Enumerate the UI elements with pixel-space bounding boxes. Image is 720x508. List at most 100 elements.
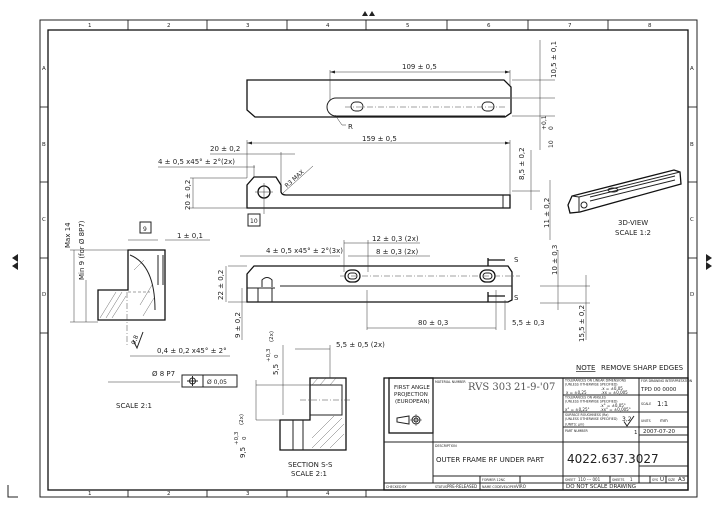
revision-date: 2007-07-20 (643, 429, 675, 435)
first-angle-projection-icon (396, 414, 422, 426)
dim-8: 8 ± 0,3 (2x) (376, 248, 418, 256)
note-text: REMOVE SHARP EDGES (601, 364, 684, 372)
min-9: Min 9 (for Ø 8P7) (78, 220, 86, 280)
sys-value: U (660, 477, 664, 483)
column-label: 3 (246, 23, 250, 29)
sheet-value: 110 --- 001 (578, 477, 601, 482)
dim-109: 109 ± 0,5 (402, 63, 437, 71)
radius-r3-max: R3 MAX (284, 169, 306, 190)
section-mark-top: S (514, 256, 519, 264)
tol-angle-label: TOLERANCES ON ANGLES (564, 396, 606, 400)
dim-5-5-tol-up: +0,3 (266, 348, 272, 362)
tolerance-value: Ø 0,05 (207, 379, 227, 386)
front-view: 159 ± 0,5 20 ± 0,2 4 ± 0,5 x45° ± 2°(2x)… (158, 135, 551, 240)
column-label: 4 (326, 491, 330, 497)
dim-slot-tol-lo: 0 (548, 126, 555, 130)
column-label: 6 (487, 23, 491, 29)
dim-9: 9 ± 0,2 (234, 312, 242, 338)
sheets-value: 1 (630, 477, 633, 482)
roughness-label: SURFACE ROUGHNESS (Ra) (565, 413, 608, 417)
column-labels: 1 2 3 4 5 6 7 8 1 2 3 4 A B C D A B C D (42, 23, 694, 497)
size-label: SIZE (668, 478, 675, 482)
row-label: D (690, 292, 694, 298)
projection-line-3: (EUROPEAN) (395, 399, 430, 405)
units-label: UNITS (641, 419, 651, 423)
dim-11: 11 ± 0,2 (543, 198, 551, 228)
roughness-check-icon (623, 415, 635, 427)
column-label: 4 (326, 23, 330, 29)
column-label: 7 (568, 23, 572, 29)
codeveloper-label: NAME CODEVELOPER (482, 485, 517, 489)
former-label: FORMER 12NC (482, 478, 506, 482)
drawing-frame (7, 11, 712, 498)
dim-5-5-section: 5,5 ± 0,5 (2x) (336, 341, 385, 349)
dim-8-5: 8,5 ± 0,2 (518, 147, 526, 180)
dim-1-side: 1 ± 0,1 (177, 232, 203, 240)
dim-159: 159 ± 0,5 (362, 135, 397, 143)
box-dim-9: 9 (143, 226, 147, 233)
part-label: PART NUMBER (565, 429, 589, 433)
title-block: FIRST ANGLE PROJECTION (EUROPEAN) MATERI… (383, 377, 693, 491)
column-label: 3 (246, 491, 250, 497)
status-label: STATUS (435, 485, 447, 489)
scale-value: 1:1 (657, 400, 668, 408)
dim-10-5: 10,5 ± 0,1 (550, 41, 558, 78)
side-view-scale: SCALE 2:1 (116, 402, 152, 410)
tol-linear-x: x = ±0,25 (566, 390, 587, 395)
box-dim-10: 10 (250, 218, 258, 225)
bore-diameter: Ø 8 P7 (152, 370, 175, 378)
column-label: 5 (406, 23, 410, 29)
interp-label: FOR DRAWING INTERPRETATION (641, 379, 693, 383)
dim-5-5-v: 5,5 (272, 364, 280, 375)
3d-view: 3D-VIEW SCALE 1:2 (567, 169, 682, 237)
row-label: B (690, 142, 694, 148)
dim-9-5-tol-up: +0,3 (234, 431, 240, 445)
dim-80: 80 ± 0,3 (418, 319, 448, 327)
interp-value: TPD 00 0000 (640, 387, 677, 393)
dim-9-5-tol-lo: 0 (242, 436, 248, 440)
dim-5-5-tol-lo: 0 (274, 354, 280, 358)
units-um: (UNITS: µm) (565, 423, 584, 427)
material-label: MATERIAL NUMBER (435, 380, 466, 384)
centering-mark-right-icon (706, 254, 712, 270)
size-value: A3 (678, 477, 686, 483)
column-label: 2 (167, 23, 171, 29)
centering-mark-left-icon (12, 254, 18, 270)
dim-22: 22 ± 0,2 (217, 270, 225, 300)
dim-slot-base: 10 (548, 140, 555, 148)
max-14: Max 14 (64, 222, 72, 248)
roughness-0-8: 0,8 (130, 334, 140, 346)
3d-view-title: 3D-VIEW (618, 219, 648, 227)
side-view: 9 1 ± 0,1 Max 14 Min 9 (for Ø 8P7) 0,8 0… (64, 220, 238, 410)
checked-label: CHECKED BY (386, 485, 406, 489)
tol-angle-x2: .xx° = ±0,005° (600, 407, 631, 412)
codeveloper-value: VIRO (516, 484, 526, 489)
centering-mark-top-icon (362, 11, 375, 16)
row-label: A (42, 66, 46, 72)
dim-5-5-count: (2x) (269, 331, 275, 342)
dim-slot-tol-up: +0,1 (541, 115, 548, 130)
scale-label: SCALE (641, 402, 651, 406)
roughness-symbol-icon (132, 331, 144, 350)
section-title: SECTION S-S (288, 461, 333, 469)
tol-angle-unless: (UNLESS OTHERWISE SPECIFIED) (565, 399, 618, 403)
note-label: NOTE (576, 364, 595, 372)
section-scale: SCALE 2:1 (291, 470, 327, 478)
dim-12: 12 ± 0,3 (2x) (372, 235, 419, 243)
material-value: RVS 303 (468, 382, 512, 393)
tol-linear-label: TOLERANCES ON LINEAR DIMENSIONS (564, 379, 626, 383)
dim-10-middle: 10 ± 0,3 (551, 245, 559, 275)
position-tolerance-icon (187, 376, 198, 386)
column-label: 8 (648, 23, 652, 29)
projection-line-2: PROJECTION (394, 392, 428, 398)
part-number: 4022.637.3027 (567, 452, 659, 466)
dim-20-height: 20 ± 0,2 (184, 180, 192, 210)
dim-9-5-count: (2x) (239, 414, 245, 425)
section-mark-bottom: S (514, 294, 519, 302)
column-label: 1 (88, 491, 92, 497)
tol-angle-x: x° = ±0,25° (565, 407, 590, 412)
row-label: B (42, 142, 46, 148)
column-label: 1 (88, 23, 92, 29)
top-view: 109 ± 0,5 10,5 ± 0,1 +0,1 0 10 R (246, 40, 558, 150)
